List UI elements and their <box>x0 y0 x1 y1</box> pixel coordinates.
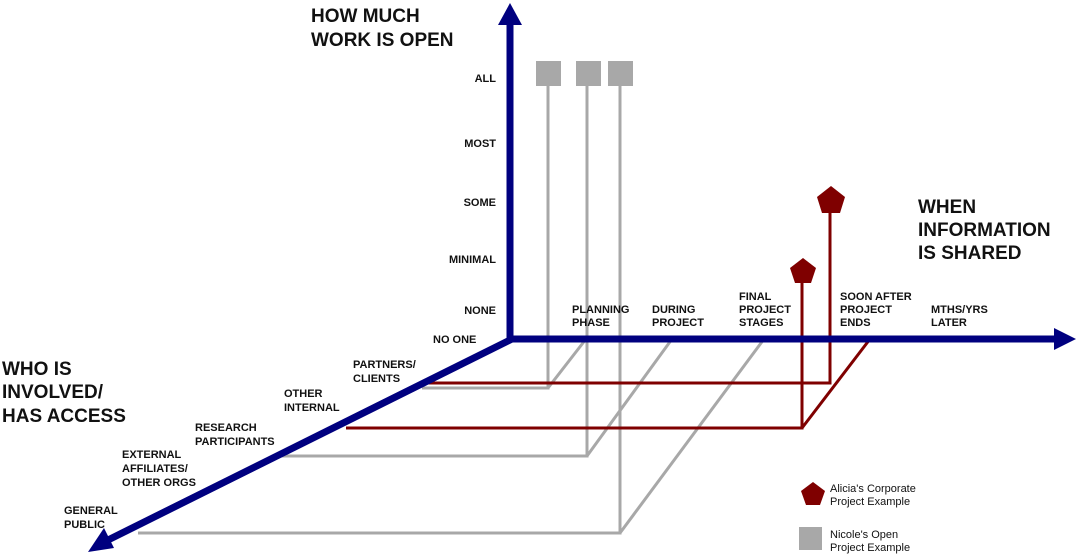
alicia-marker-soon-after-minimal <box>790 258 816 283</box>
nicole-time-link-planning <box>546 338 588 389</box>
legend-label-alicia: Alicia's Corporate Project Example <box>830 483 919 508</box>
timing-label-during: DURING PROJECT <box>652 304 704 329</box>
level-label-all: ALL <box>475 73 497 85</box>
timing-label-later: MTHS/YRS LATER <box>931 304 991 329</box>
openness-level-labels: NONE MINIMAL SOME MOST ALL <box>449 73 496 317</box>
audience-label-no-one: NO ONE <box>433 334 476 346</box>
level-label-most: MOST <box>464 138 496 150</box>
alicia-path-partners <box>422 205 832 385</box>
legend-item-alicia: Alicia's Corporate Project Example <box>801 482 919 508</box>
audience-labels: NO ONE PARTNERS/ CLIENTS OTHER INTERNAL … <box>64 334 476 531</box>
audience-label-research: RESEARCH PARTICIPANTS <box>195 422 275 448</box>
alicia-time-link-soon-after <box>800 338 872 429</box>
depth-axis-arrowhead <box>88 528 114 552</box>
depth-axis-title: WHO IS INVOLVED/ HAS ACCESS <box>2 359 126 427</box>
audience-label-partners: PARTNERS/ CLIENTS <box>353 359 419 385</box>
timing-label-final: FINAL PROJECT STAGES <box>739 291 794 329</box>
nicole-example <box>138 61 766 535</box>
timing-label-soon-after: SOON AFTER PROJECT ENDS <box>840 291 915 329</box>
legend-square-icon <box>799 527 822 550</box>
vertical-axis-arrowhead <box>498 3 522 25</box>
audience-label-external: EXTERNAL AFFILIATES/ OTHER ORGS <box>122 449 196 489</box>
horizontal-axis-arrowhead <box>1054 328 1076 350</box>
nicole-marker-planning-all <box>536 61 561 86</box>
audience-label-internal: OTHER INTERNAL <box>284 388 340 414</box>
nicole-marker-final-all <box>608 61 633 86</box>
level-label-minimal: MINIMAL <box>449 254 496 266</box>
alicia-marker-soon-after-some <box>817 186 845 213</box>
vertical-axis-title: HOW MUCH WORK IS OPEN <box>311 6 454 51</box>
nicole-marker-during-all <box>576 61 601 86</box>
axes <box>88 3 1076 552</box>
audience-label-public: GENERAL PUBLIC <box>64 505 121 531</box>
alicia-path-internal <box>346 275 804 430</box>
level-label-some: SOME <box>464 197 496 209</box>
legend-label-nicole: Nicole's Open Project Example <box>830 529 910 554</box>
timing-labels: PLANNING PHASE DURING PROJECT FINAL PROJ… <box>572 291 991 329</box>
horizontal-axis-title: WHEN INFORMATION IS SHARED <box>918 197 1056 264</box>
timing-label-planning: PLANNING PHASE <box>572 304 633 329</box>
alicia-example <box>346 186 872 430</box>
legend-item-nicole: Nicole's Open Project Example <box>799 527 910 554</box>
nicole-time-link-final <box>618 338 766 534</box>
legend: Alicia's Corporate Project Example Nicol… <box>799 482 919 554</box>
depth-axis <box>102 335 514 546</box>
nicole-time-link-during <box>585 338 674 457</box>
level-label-none: NONE <box>464 305 496 317</box>
legend-pentagon-icon <box>801 482 825 505</box>
